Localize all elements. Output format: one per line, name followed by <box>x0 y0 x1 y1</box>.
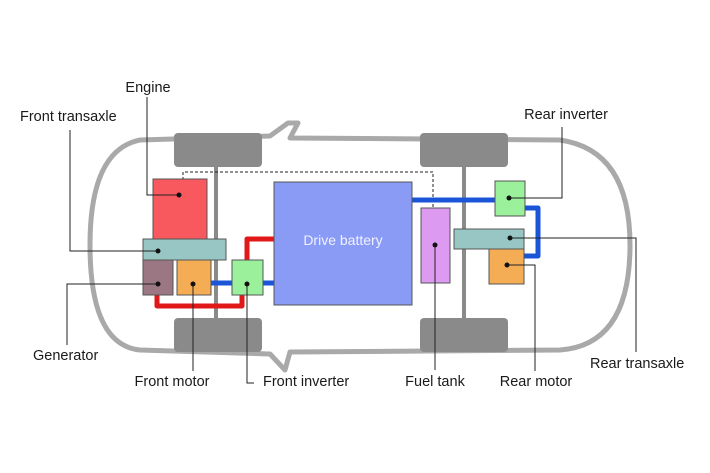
leader-lines <box>66 97 637 384</box>
leader-generator <box>66 283 158 345</box>
leader-rear-motor <box>507 264 536 371</box>
leader-rear-inverter <box>510 127 563 199</box>
label-front-motor: Front motor <box>135 374 210 390</box>
wheel-rear-top <box>420 133 508 167</box>
drive-battery-block <box>273 181 413 306</box>
label-front-transaxle: Front transaxle <box>20 109 117 125</box>
leader-front-transaxle <box>69 130 158 252</box>
hv-cable-red-generator <box>154 290 245 309</box>
wheel-front-top <box>174 133 262 167</box>
car-body-outline <box>87 120 633 373</box>
label-rear-inverter: Rear inverter <box>524 107 608 123</box>
dot-front-inverter <box>244 281 250 287</box>
engine-block <box>152 178 208 242</box>
wheel-rear-bottom <box>420 318 508 352</box>
front-motor-block <box>176 259 212 296</box>
leader-front-inverter <box>246 284 254 384</box>
wheel-front-bottom <box>174 318 262 352</box>
dot-engine <box>176 192 182 198</box>
label-rear-motor: Rear motor <box>500 374 573 390</box>
dot-rear-transaxle <box>507 235 513 241</box>
dot-rear-motor <box>504 262 510 268</box>
label-engine: Engine <box>125 80 170 96</box>
leader-rear-transaxle <box>511 237 637 352</box>
dot-front-transaxle <box>155 248 161 254</box>
hv-cable-red-battery <box>244 236 274 262</box>
rear-transaxle-block <box>453 228 525 250</box>
hv-cable-blue-rear-loop <box>524 205 541 259</box>
label-front-inverter: Front inverter <box>263 374 349 390</box>
label-rear-transaxle: Rear transaxle <box>590 356 684 372</box>
leader-engine <box>146 97 179 196</box>
label-generator: Generator <box>33 348 98 364</box>
dot-generator <box>155 281 161 287</box>
dot-rear-inverter <box>506 195 512 201</box>
generator-block <box>142 259 174 296</box>
marker-dots <box>155 192 513 287</box>
label-fuel-tank: Fuel tank <box>405 374 465 390</box>
dot-fuel-tank <box>432 242 438 248</box>
fuel-line <box>182 171 434 210</box>
front-transaxle-block <box>142 238 227 261</box>
drive-battery-label: Drive battery <box>303 232 382 248</box>
dot-front-motor <box>190 281 196 287</box>
